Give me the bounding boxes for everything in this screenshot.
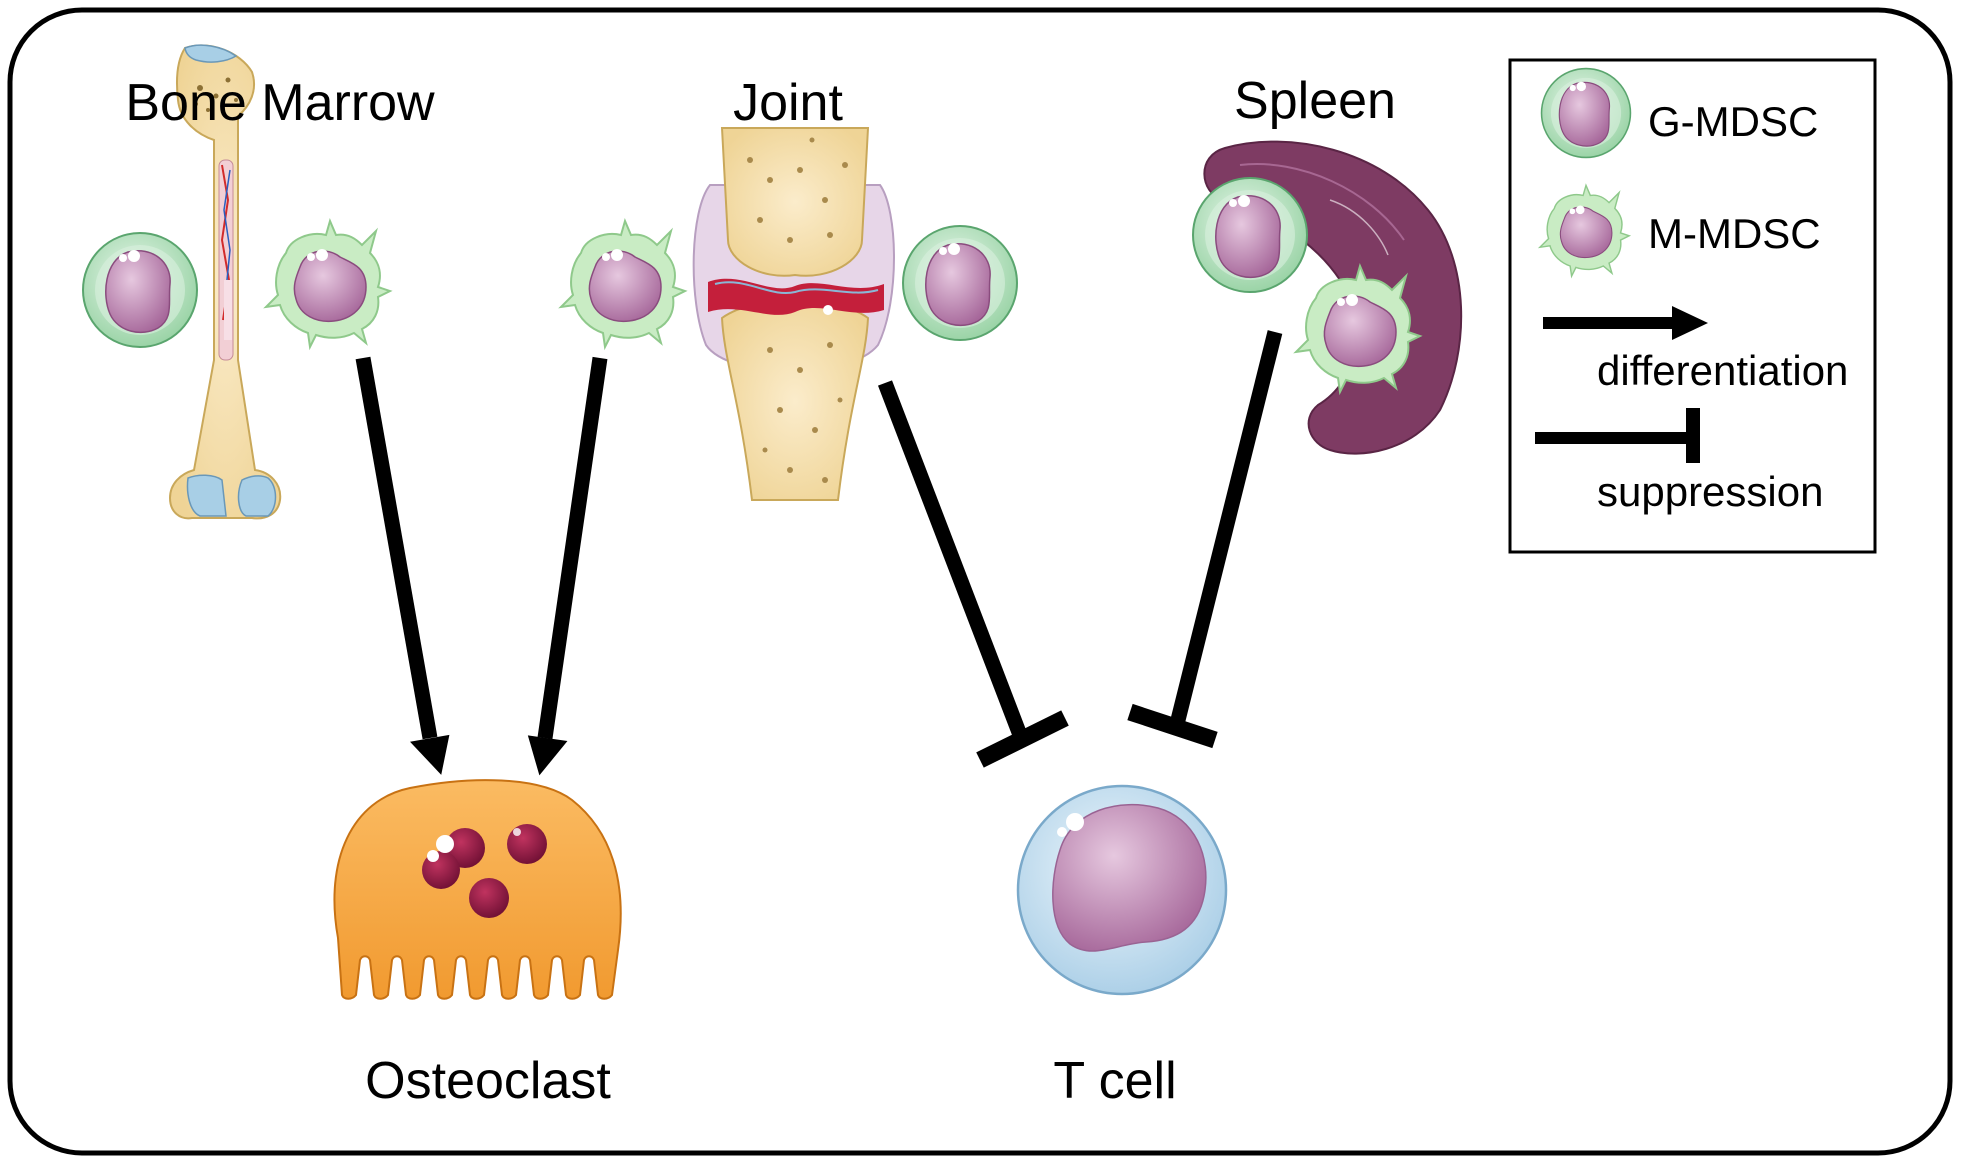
label-t-cell: T cell (1053, 1052, 1176, 1110)
legend-suppression-label: suppression (1597, 468, 1823, 515)
joint-illustration (692, 127, 895, 501)
legend: G-MDSC M-MDSC differentiation suppressio… (1508, 58, 1877, 554)
legend-g-mdsc-icon (1540, 67, 1632, 159)
legend-m-mdsc-label: M-MDSC (1648, 210, 1821, 257)
label-osteoclast: Osteoclast (365, 1052, 611, 1110)
bone-illustration (168, 44, 282, 520)
osteoclast-cell (333, 779, 622, 1000)
label-bone-marrow: Bone Marrow (125, 74, 435, 132)
label-spleen: Spleen (1234, 72, 1396, 130)
edge-joint-to-t-cell (877, 380, 1069, 768)
g-mdsc-cell-spleen (1192, 177, 1308, 293)
legend-differentiation-label: differentiation (1597, 347, 1848, 394)
edge-bone-marrow-to-osteoclast (355, 356, 450, 775)
g-mdsc-cell-joint (902, 225, 1018, 341)
label-joint: Joint (733, 74, 843, 132)
legend-g-mdsc-label: G-MDSC (1648, 98, 1818, 145)
g-mdsc-cell-bone-marrow (82, 232, 198, 348)
edge-joint-to-osteoclast (527, 356, 608, 776)
edge-spleen-to-t-cell (1127, 330, 1283, 749)
legend-arrow-head (1672, 306, 1708, 340)
t-cell (1016, 784, 1228, 996)
